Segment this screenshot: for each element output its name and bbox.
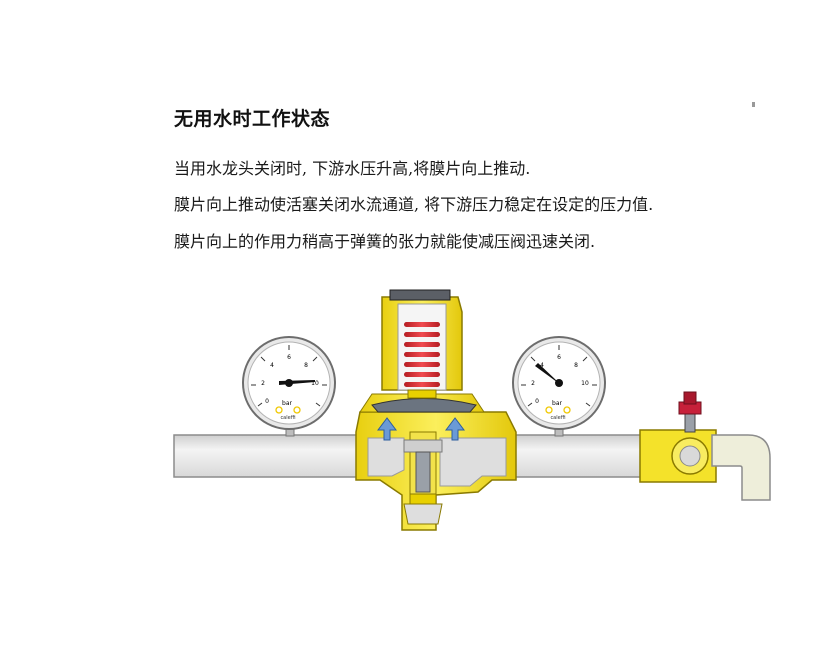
gauge-tick-label: 8: [304, 362, 308, 369]
left-pressure-gauge: 0 2 4 6 8 10 bar caleffi: [242, 336, 336, 430]
inlet-pipe: [173, 434, 387, 478]
valve-body: [355, 289, 517, 531]
page-title: 无用水时工作状态: [174, 108, 331, 130]
gauge-tick-label: 0: [265, 398, 269, 405]
outlet-elbow: [711, 430, 771, 501]
gauge-tick-label: 4: [540, 362, 544, 369]
gauge-unit: bar: [552, 400, 562, 407]
gauge-tick-label: 4: [270, 362, 274, 369]
gauge-needle: [535, 363, 561, 385]
gauge-brand: caleffi: [280, 415, 295, 421]
gauge-tick-label: 10: [311, 380, 319, 387]
gauge-tick-label: 2: [261, 380, 265, 387]
gauge-tick-label: 2: [531, 380, 535, 387]
piston-seat: [403, 439, 443, 453]
gauge-unit: bar: [282, 400, 292, 407]
upward-arrow-icon: [377, 417, 397, 441]
gauge-tick-label: 6: [287, 354, 291, 361]
paragraph-2: 膜片向上推动使活塞关闭水流通道, 将下游压力稳定在设定的压力值.: [174, 195, 654, 214]
paragraph-3: 膜片向上的作用力稍高于弹簧的张力就能使减压阀迅速关闭.: [174, 232, 596, 251]
right-pressure-gauge: 0 2 4 6 8 10 bar caleffi: [512, 336, 606, 430]
valve-handle: [683, 391, 697, 405]
gauge-tick-label: 8: [574, 362, 578, 369]
gauge-brand: caleffi: [550, 415, 565, 421]
piston-stem: [415, 451, 431, 493]
upward-arrow-icon: [445, 417, 465, 441]
gauge-tick-label: 6: [557, 354, 561, 361]
paragraph-1: 当用水龙头关闭时, 下游水压升高,将膜片向上推动.: [174, 159, 531, 178]
adjusting-cap: [389, 289, 451, 301]
spring: [404, 322, 440, 387]
shutoff-ball-valve: [639, 391, 717, 483]
gauge-tick-label: 10: [581, 380, 589, 387]
corner-mark: [752, 102, 755, 107]
diaphragm: [371, 398, 477, 413]
gauge-tick-label: 0: [535, 398, 539, 405]
